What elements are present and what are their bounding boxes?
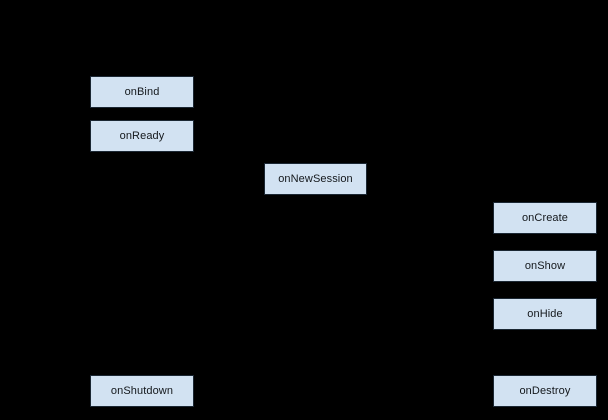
node-on-ready[interactable]: onReady <box>90 120 194 152</box>
node-on-new-session-label: onNewSession <box>278 172 353 185</box>
node-on-bind[interactable]: onBind <box>90 76 194 108</box>
node-on-create-label: onCreate <box>521 211 569 224</box>
node-on-hide[interactable]: onHide <box>493 298 597 330</box>
node-on-show[interactable]: onShow <box>493 250 597 282</box>
node-on-shutdown-label: onShutdown <box>110 384 174 397</box>
node-on-create[interactable]: onCreate <box>493 202 597 234</box>
node-on-shutdown[interactable]: onShutdown <box>90 375 194 407</box>
node-on-ready-label: onReady <box>119 129 165 142</box>
node-on-destroy-label: onDestroy <box>519 384 571 397</box>
node-on-show-label: onShow <box>524 259 566 272</box>
node-on-destroy[interactable]: onDestroy <box>493 375 597 407</box>
node-on-bind-label: onBind <box>124 85 160 98</box>
node-on-new-session[interactable]: onNewSession <box>264 163 367 195</box>
node-on-hide-label: onHide <box>527 307 563 320</box>
